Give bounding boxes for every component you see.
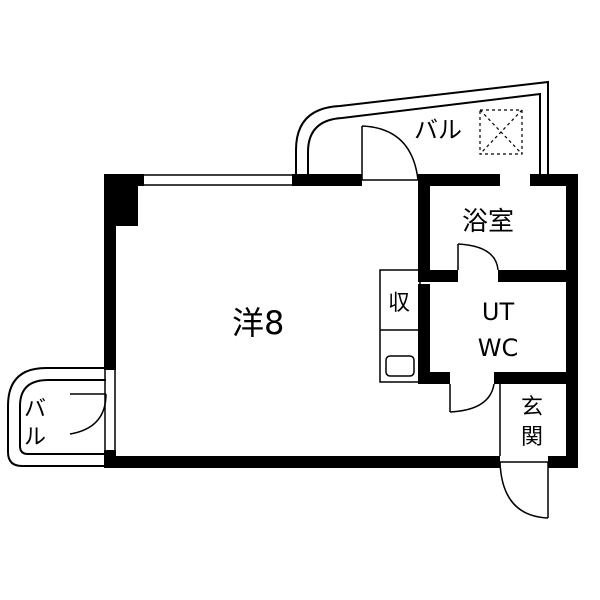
storage-label: 収	[388, 291, 410, 316]
ac-outdoor-unit-icon	[479, 109, 523, 155]
entrance-door	[499, 461, 549, 519]
balcony-top-label: バル	[414, 116, 462, 144]
storage-closet: 収	[379, 269, 421, 383]
ut-door	[449, 383, 495, 413]
bath-door	[457, 243, 499, 271]
top-balcony: バル	[295, 80, 549, 180]
ut-label-1: UT	[482, 298, 515, 326]
entrance-label-2: 関	[521, 425, 543, 450]
balcony-left-label-2: ル	[24, 425, 46, 450]
western-room-label: 洋8	[232, 304, 284, 342]
left-balcony: バ ル	[7, 367, 106, 467]
sink-icon	[385, 355, 415, 377]
ut-label-2: WC	[478, 334, 519, 362]
left-balcony-door	[69, 370, 116, 450]
entrance-label-1: 玄	[521, 395, 543, 420]
exterior-walls	[104, 174, 578, 468]
top-balcony-door	[361, 125, 419, 181]
interior-walls	[418, 174, 578, 456]
balcony-left-label-1: バ	[24, 397, 46, 422]
bath-label: 浴室	[462, 207, 514, 237]
window	[144, 174, 292, 186]
